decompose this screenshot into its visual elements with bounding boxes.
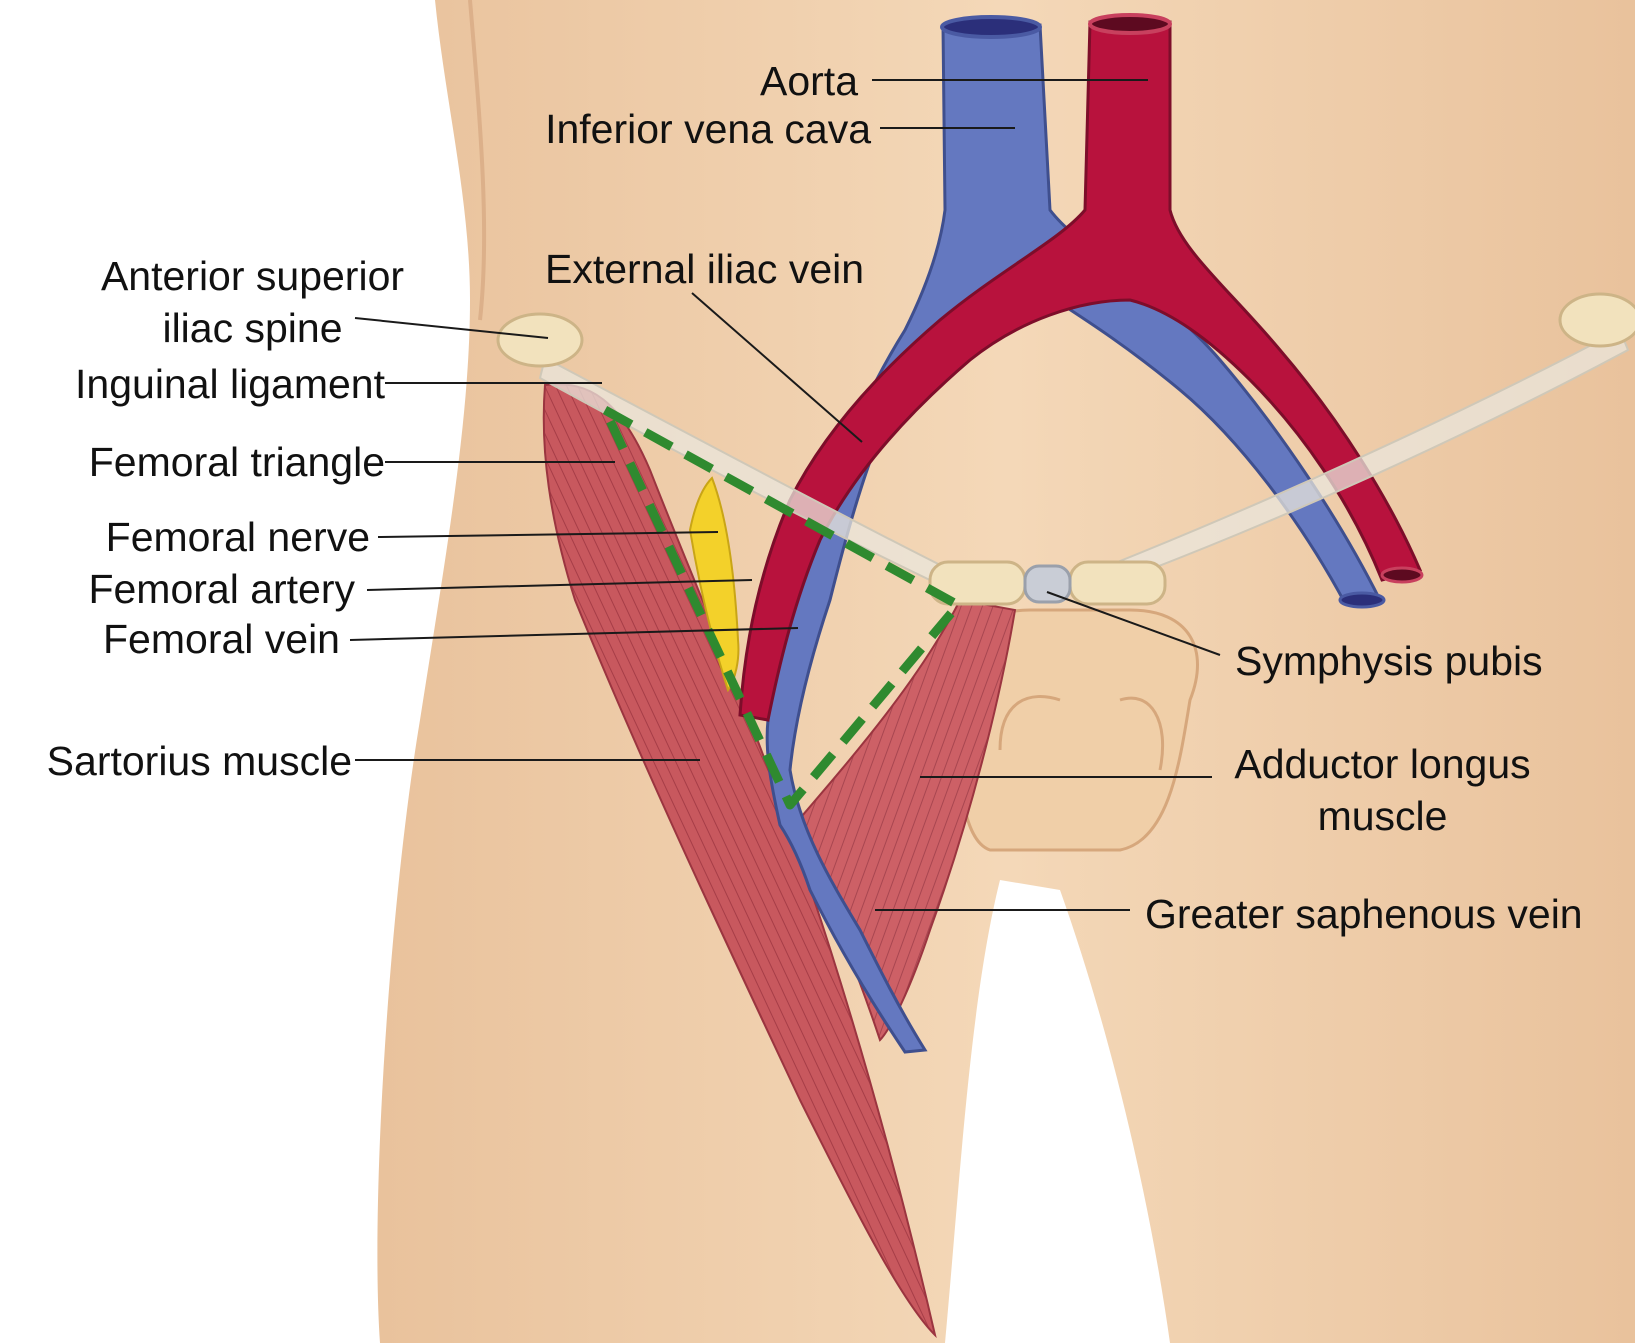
label-symphysis-pubis: Symphysis pubis [1235,635,1543,687]
right-iliac-artery-opening [1382,568,1422,582]
label-anterior-superior-iliac-spine-line2: iliac spine [80,302,425,354]
left-iliac-spine-bone [498,314,582,366]
label-adductor-longus-line2: muscle [1210,790,1555,842]
label-adductor-longus-line1: Adductor longus [1210,738,1555,790]
label-femoral-nerve: Femoral nerve [106,511,370,563]
label-aorta: Aorta [760,55,858,107]
label-greater-saphenous-vein: Greater saphenous vein [1145,888,1583,940]
label-femoral-triangle: Femoral triangle [89,436,385,488]
label-external-iliac-vein: External iliac vein [545,243,864,295]
label-inferior-vena-cava: Inferior vena cava [545,103,871,155]
aorta-opening [1090,15,1170,33]
label-anterior-superior-iliac-spine-line1: Anterior superior [80,250,425,302]
right-pubic-bone [1070,562,1165,604]
right-iliac-spine-bone [1560,294,1635,346]
ivc-opening [942,17,1040,37]
label-sartorius-muscle: Sartorius muscle [47,735,352,787]
label-femoral-artery: Femoral artery [88,563,355,615]
right-iliac-vein-opening [1340,593,1384,607]
symphysis-pubis-disc [1025,566,1070,602]
label-femoral-vein: Femoral vein [103,613,340,665]
label-inguinal-ligament: Inguinal ligament [75,358,385,410]
